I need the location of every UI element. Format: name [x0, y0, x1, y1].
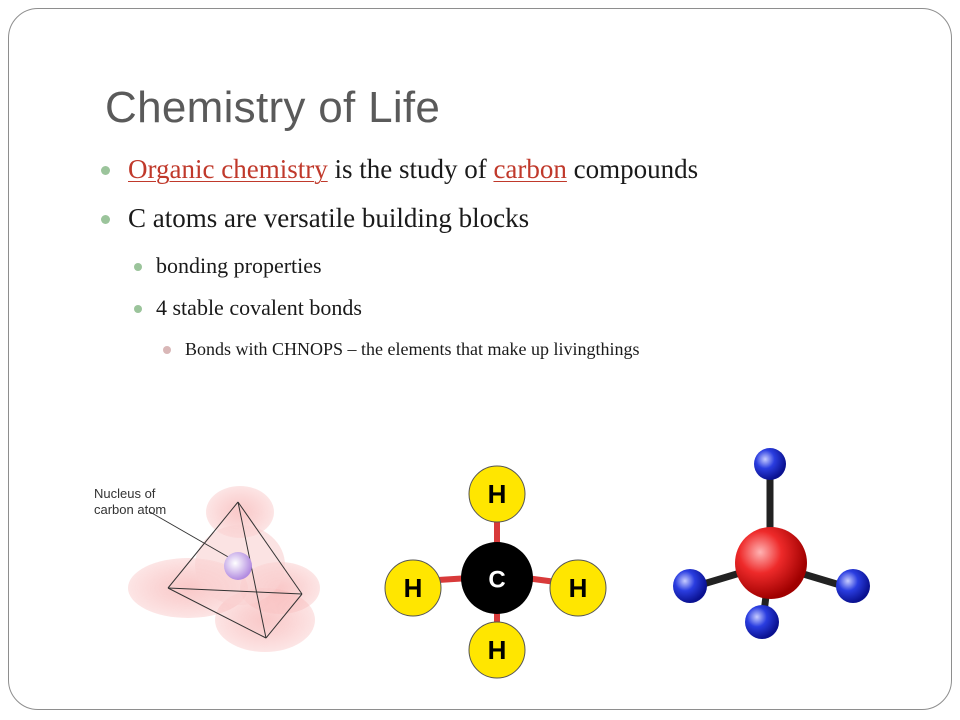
hydrogen-ball-top [754, 448, 786, 480]
bullet-text: Bonds with CHNOPS – the elements that ma… [185, 339, 640, 359]
tetrahedron-diagram: Nucleus of carbon atom [80, 470, 340, 670]
ball-and-stick-model [660, 440, 890, 660]
caption-pointer [149, 511, 231, 559]
carbon-link[interactable]: carbon [493, 154, 567, 184]
hydrogen-atom-top [468, 465, 526, 523]
bullet-chnops: Bonds with CHNOPS – the elements that ma… [163, 339, 640, 360]
bullet-dot [101, 215, 110, 224]
bullet-text: C atoms are versatile building blocks [128, 203, 530, 233]
organic-chemistry-link[interactable]: Organic chemistry [128, 154, 328, 184]
carbon-nucleus [224, 552, 252, 580]
carbon-ball [735, 527, 807, 599]
bullet-dot [134, 263, 142, 271]
slide-title: Chemistry of Life [105, 83, 441, 132]
bullet-text: 4 stable covalent bonds [156, 295, 362, 320]
bullet-text: compounds [566, 154, 699, 184]
hydrogen-label-top: H [488, 479, 507, 509]
nucleus-caption: Nucleus of carbon atom [94, 486, 166, 518]
hydrogen-ball-right [836, 569, 870, 603]
carbon-atom [461, 542, 533, 614]
bullet-dot [163, 346, 171, 354]
tetrahedron-edges [167, 501, 303, 639]
bullet-text: bonding properties [156, 253, 322, 278]
hydrogen-atom-right [549, 559, 607, 617]
carbon-label: C [488, 566, 505, 593]
methane-structural-diagram: C H H H H [380, 460, 620, 690]
hydrogen-label-right: H [569, 573, 588, 603]
hydrogen-atom-bottom [468, 621, 526, 679]
hydrogen-label-bottom: H [488, 635, 507, 665]
bullet-dot [134, 305, 142, 313]
hydrogen-atom-left [384, 559, 442, 617]
bullet-versatile-blocks: C atoms are versatile building blocks [101, 203, 530, 234]
hydrogen-ball-bottom [745, 605, 779, 639]
caption-line: Nucleus of [94, 486, 156, 501]
caption-line: carbon atom [94, 502, 167, 517]
bullet-covalent-bonds: 4 stable covalent bonds [134, 295, 362, 321]
bullet-dot [101, 166, 110, 175]
bullet-bonding-properties: bonding properties [134, 253, 322, 279]
hydrogen-ball-left [673, 569, 707, 603]
bullet-organic-chemistry: Organic chemistry is the study of carbon… [101, 154, 699, 185]
bullet-text: is the study of [327, 154, 494, 184]
hydrogen-label-left: H [404, 573, 423, 603]
